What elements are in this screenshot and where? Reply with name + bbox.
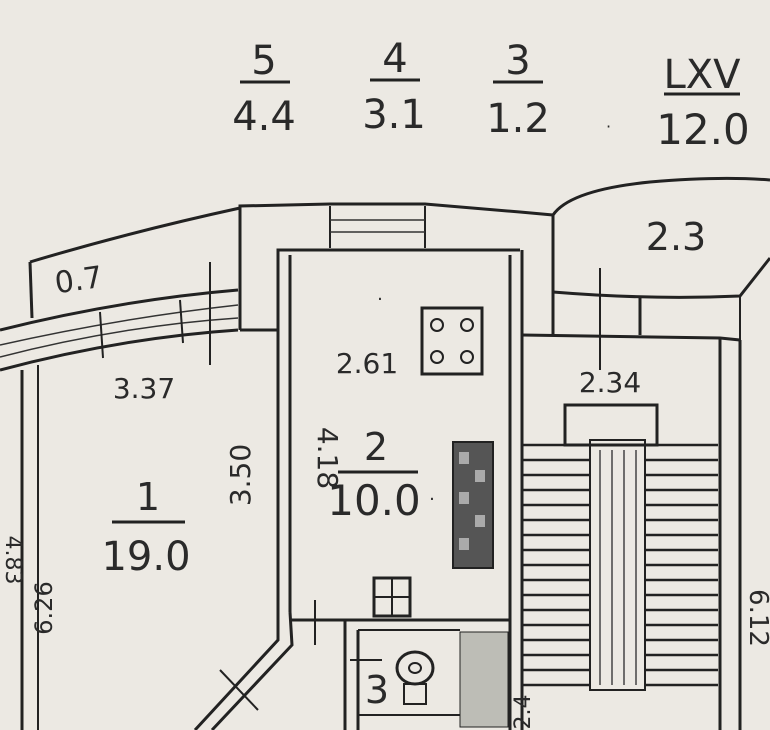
svg-text:.: . [429, 484, 435, 505]
balcony-left-area: 0.7 [53, 260, 105, 301]
room-1-area: 19.0 [101, 534, 190, 580]
balcony-right-area: 2.3 [646, 215, 706, 259]
room-1-number: 1 [136, 475, 160, 519]
fraction-3-numerator: 3 [505, 38, 530, 84]
dim-6-26: 6.26 [30, 581, 58, 634]
room-2-area: 10.0 [327, 476, 421, 525]
fraction-1-numerator: 5 [251, 38, 276, 84]
window-marks [99, 262, 601, 711]
dim-6-12: 6.12 [743, 589, 770, 647]
dim-3-50: 3.50 [224, 444, 257, 506]
header-fraction-1: 5 4.4 [232, 38, 296, 140]
toilet-icon [395, 650, 435, 705]
stove-icon [420, 306, 484, 376]
dim-bottom: 2.4 [511, 695, 536, 730]
walls [0, 176, 770, 730]
dim-4-18: 4.18 [311, 427, 344, 489]
dim-2-34: 2.34 [579, 366, 641, 399]
fraction-4-numerator: LXV [663, 52, 741, 98]
room-3-number: 3 [365, 668, 389, 712]
bathroom-hatch [459, 631, 509, 728]
vent-shaft [452, 441, 494, 569]
fraction-3-denominator: 1.2 [486, 96, 550, 142]
fraction-2-numerator: 4 [382, 36, 407, 82]
dim-left-edge: 4.83 [0, 536, 25, 585]
staircase [522, 403, 718, 691]
fraction-2-denominator: 3.1 [362, 92, 426, 138]
svg-text:.: . [377, 284, 383, 305]
room-2-number: 2 [364, 425, 388, 469]
fraction-1-denominator: 4.4 [232, 94, 296, 140]
header-fraction-4: LXV 12.0 [656, 52, 750, 154]
scan-dot: · [606, 117, 611, 136]
dim-2-61: 2.61 [336, 347, 398, 380]
sink-icon [372, 576, 412, 618]
fraction-4-denominator: 12.0 [656, 105, 750, 154]
header-fraction-3: 3 1.2 [486, 38, 550, 142]
dim-3-37: 3.37 [113, 372, 175, 405]
header-fraction-2: 4 3.1 [362, 36, 426, 138]
